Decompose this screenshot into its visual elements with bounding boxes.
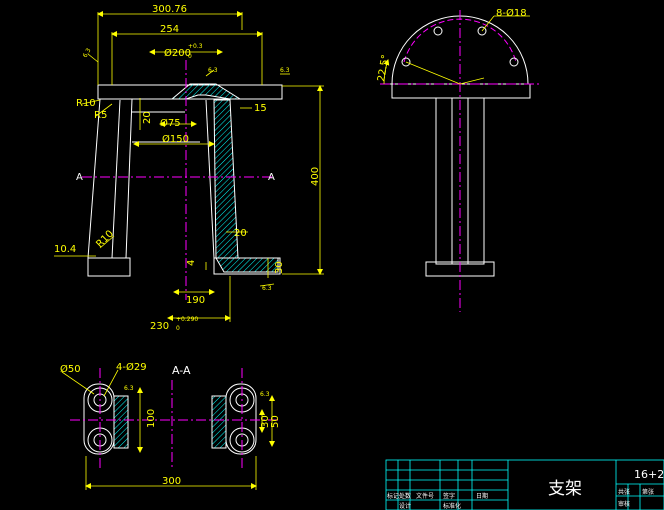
plan-left-rib [113,395,129,449]
dim-230: 230 [150,321,169,332]
dim-plan-holes: 4-Ø29 [116,361,147,373]
side-view: 8-Ø18 22.5° [376,7,540,312]
title-cell: 审核 [618,500,630,508]
plan-right-rib [211,395,227,449]
section-mark-left: A [76,172,83,183]
title-cell: 设计 [399,502,411,510]
dim-r10-top: R10 [76,98,96,109]
dim-15: 15 [254,103,267,114]
roughness-symbol: 6.3 [208,67,218,74]
title-cell: 日期 [476,492,488,500]
roughness-symbol: 6.3 [260,391,270,398]
dim-20-vert: 20 [142,111,153,124]
flange-hole [477,26,487,36]
dim-plan-50: 50 [270,415,281,428]
title-cell: 签字 [443,492,455,500]
dim-bore-200-tol2: 0 [188,53,192,60]
dim-r5: R5 [94,110,107,121]
front-boss-section [170,83,242,100]
flange-hole [509,57,519,67]
title-cell: 共张 [618,488,630,496]
dim-bore-200-tol: +0.3 [188,43,203,50]
front-right-leg-section [213,99,279,273]
title-block [385,459,664,510]
dim-30: 30 [274,261,285,274]
dim-20-low: 20 [234,228,247,239]
title-cell: 第张 [642,488,654,496]
section-mark-right: A [268,172,275,183]
dim-plan-300: 300 [162,476,181,487]
roughness-symbol: 6.3 [280,67,290,74]
roughness-symbol: 6.3 [82,47,93,59]
dim-dia-150: Ø150 [162,133,189,145]
dim-400: 400 [310,167,321,186]
dim-4: 4 [186,260,197,266]
dim-side-angle: 22.5° [376,54,392,83]
dim-190: 190 [186,295,205,306]
view-label-a-a: A-A [172,364,191,377]
flange-hole [401,57,411,67]
dim-dia-75: Ø75 [160,117,181,129]
front-left-foot [87,257,131,277]
side-flange-plate [391,83,531,99]
title-part-name: 支架 [548,479,582,499]
dim-230-tol: +0.290 [176,316,198,323]
dim-300-76: 300.76 [152,4,187,15]
dim-side-holes: 8-Ø18 [496,7,527,19]
title-drawing-no: 16+2 [634,468,664,481]
dim-bore-200: Ø200 [164,47,191,59]
front-view: A A [54,4,324,332]
flange-hole [433,26,443,36]
title-cell: 处数 [399,492,411,500]
roughness-symbol: 6.3 [124,385,134,392]
title-cell: 文件号 [416,492,434,500]
roughness-symbol: 6.3 [262,285,272,292]
dim-10-4: 10.4 [54,244,76,255]
title-cell: 标准化 [443,502,461,510]
dim-254: 254 [160,24,179,35]
plan-view: A-A Ø50 4-Ø29 100 [60,361,281,490]
dim-230-tol2: 0 [176,325,180,332]
title-cell: 标记 [387,492,399,500]
dim-plan-100: 100 [146,409,157,428]
dim-plan-dia-50: Ø50 [60,363,81,375]
dim-plan-30: 30 [260,415,271,428]
